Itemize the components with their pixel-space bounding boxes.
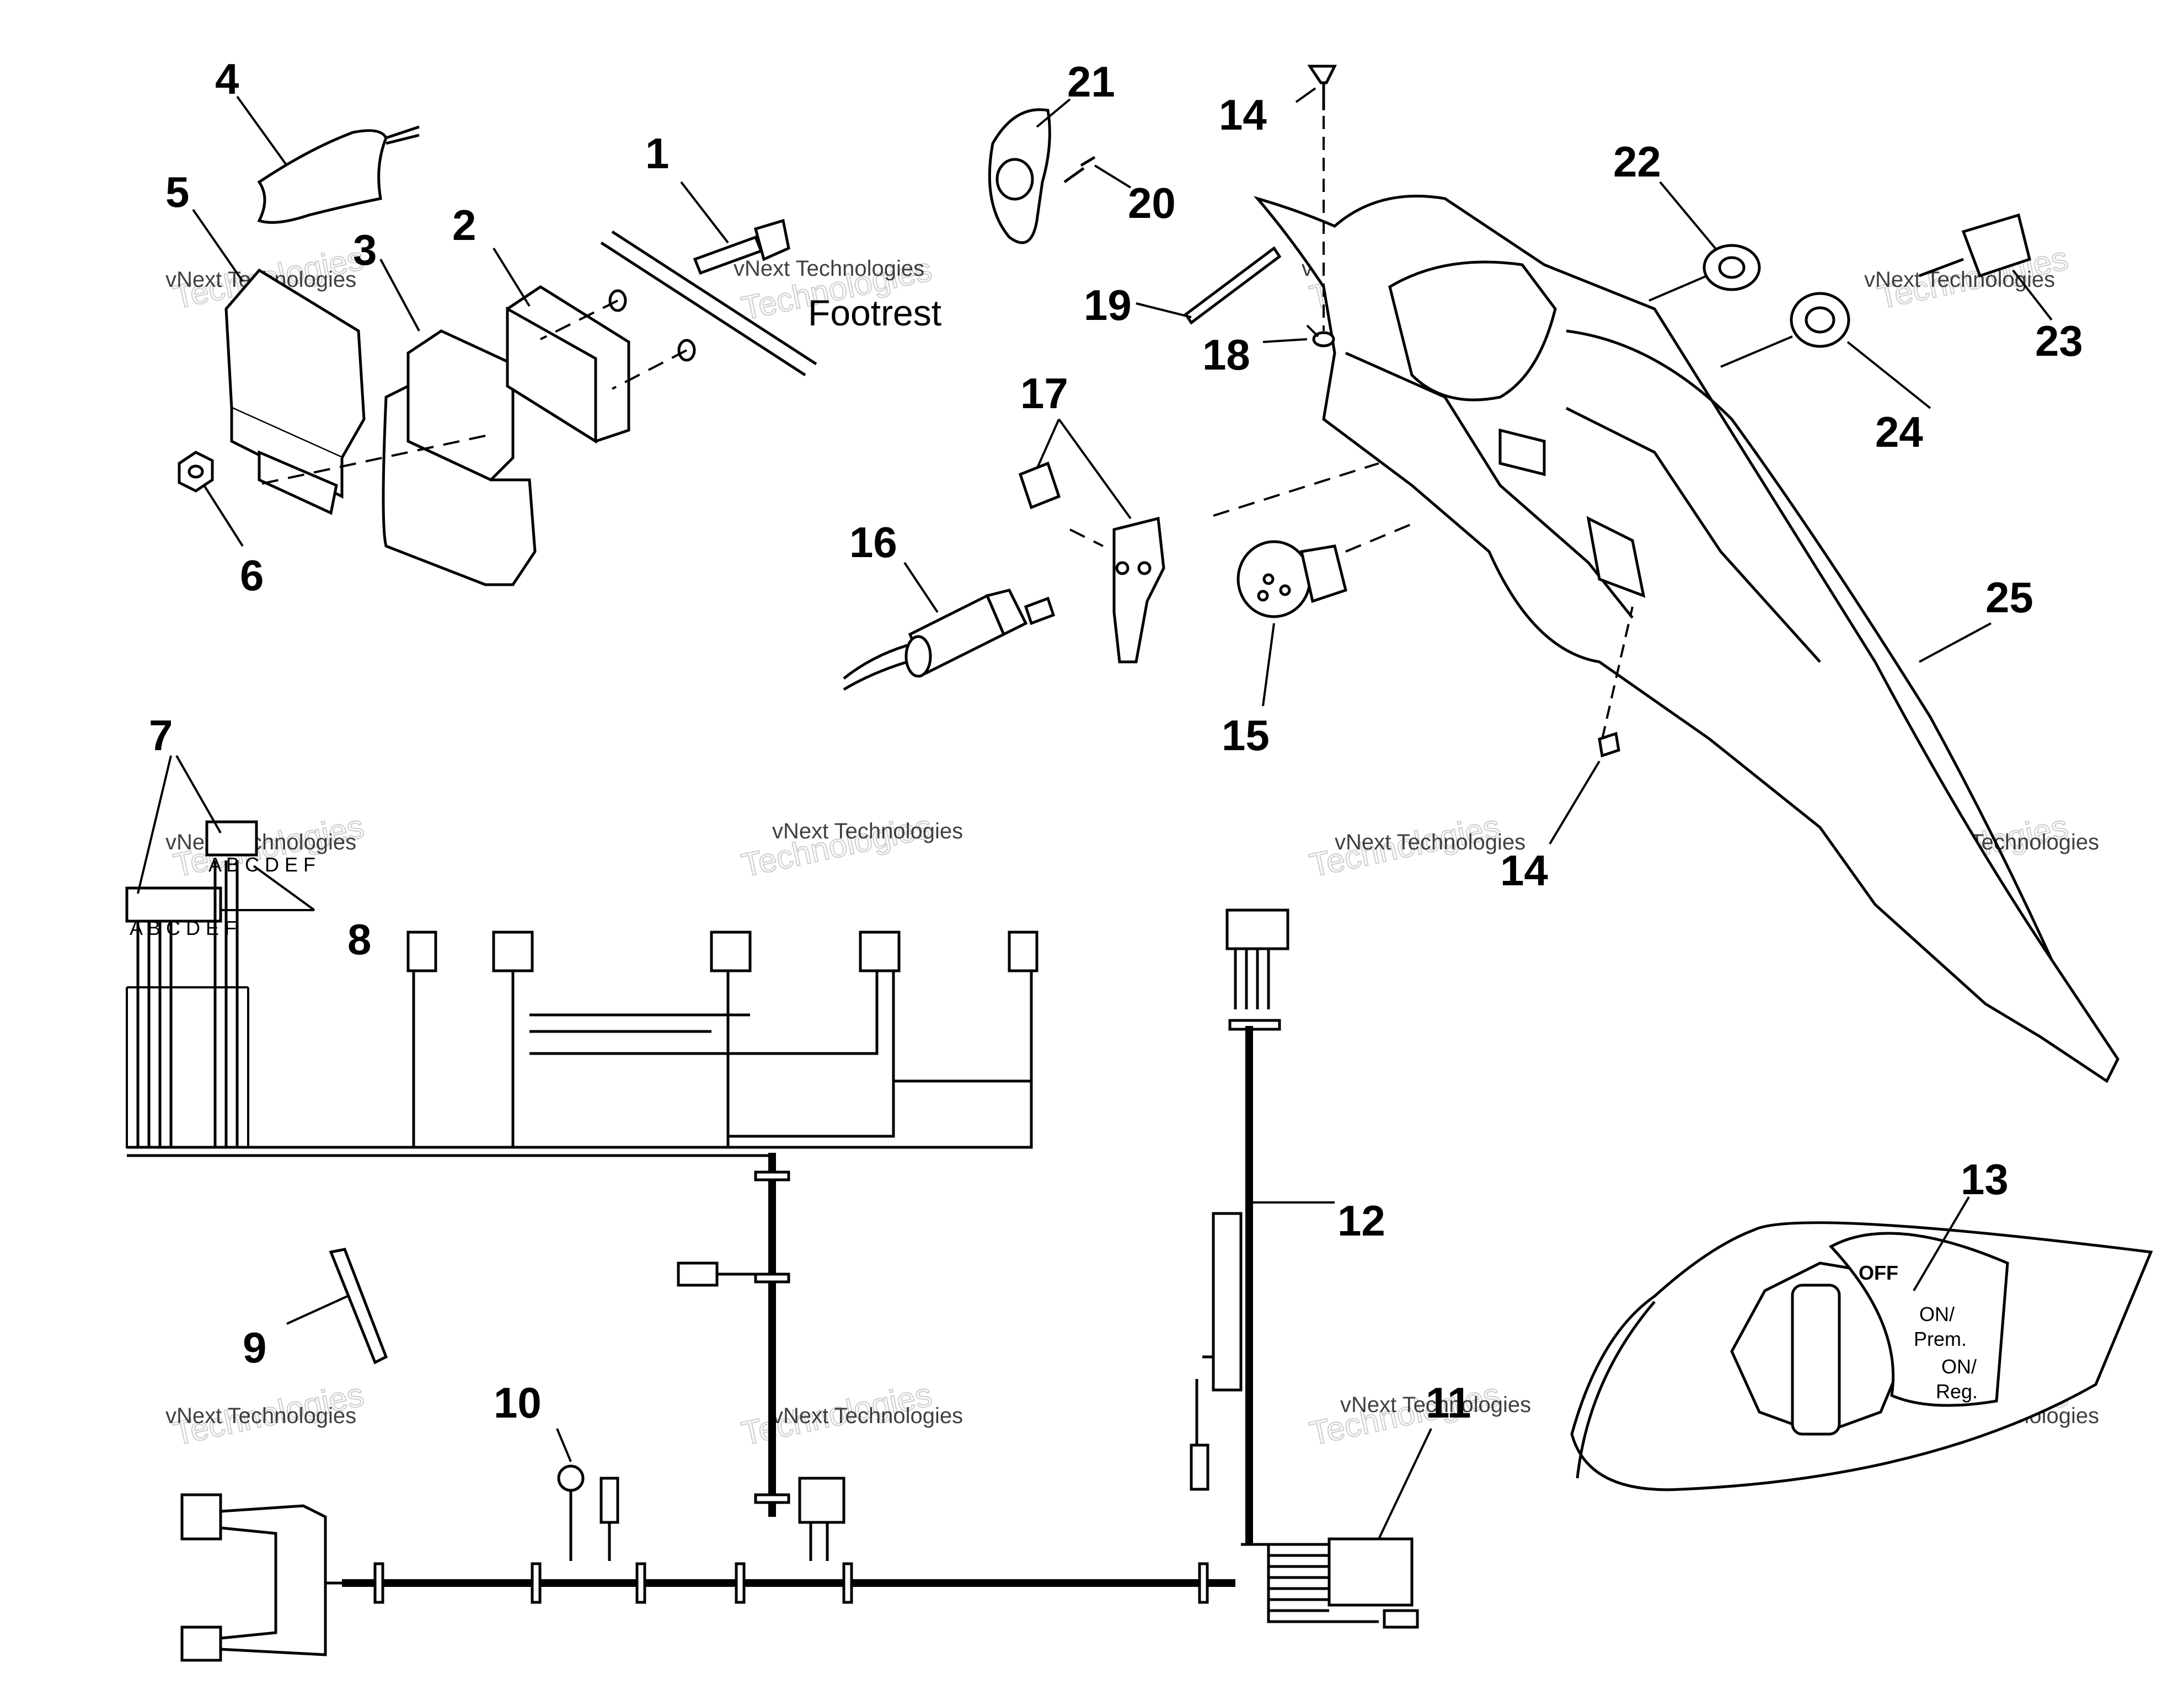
callout-6: 6: [240, 551, 264, 600]
terminal: [1383, 1609, 1419, 1629]
harness-connector: [180, 1493, 222, 1541]
part-8-connector: [859, 931, 901, 972]
wiring-harness: A B C D E F A B C D E F: [125, 820, 1419, 1662]
switch-on-reg-label: ON/: [1941, 1355, 1977, 1378]
callout-14-top: 14: [1219, 90, 1267, 139]
callout-21: 21: [1067, 57, 1115, 106]
callout-22: 22: [1613, 137, 1661, 186]
part-17-lever: [1112, 516, 1165, 664]
switch-position-plate: [1828, 1232, 2009, 1407]
switch-parts: [843, 108, 1347, 691]
switch-on-prem-label-2: Prem.: [1914, 1328, 1967, 1350]
part-8-connector: [1008, 931, 1039, 972]
svg-text:vNext Technologies: vNext Technologies: [1864, 268, 2055, 292]
svg-text:vNext Technologies: vNext Technologies: [772, 1404, 963, 1428]
callout-12: 12: [1337, 1196, 1385, 1245]
switch-off-label: OFF: [1859, 1261, 1898, 1284]
part-25-console: [1253, 195, 2119, 1083]
module-assembly: [178, 125, 817, 586]
callout-9: 9: [243, 1323, 266, 1372]
part-9-tie-strap: [329, 1248, 388, 1365]
terminal: [1190, 1443, 1209, 1491]
switch-on-prem-label: ON/: [1919, 1303, 1955, 1325]
callout-7: 7: [149, 711, 173, 760]
terminal: [599, 1477, 619, 1524]
callout-15: 15: [1222, 711, 1270, 760]
callout-8: 8: [347, 915, 371, 964]
part-23-switch: [1961, 213, 2031, 278]
callout-19: 19: [1084, 281, 1132, 329]
callout-13: 13: [1961, 1155, 2009, 1204]
callout-18: 18: [1202, 330, 1250, 379]
callout-20: 20: [1128, 179, 1176, 227]
part-10-ring-terminal: [557, 1464, 585, 1492]
svg-text:vNext Technologies: vNext Technologies: [734, 256, 924, 281]
svg-text:A B C D E F: A B C D E F: [130, 917, 237, 939]
part-19-strap: [1184, 246, 1282, 325]
leader-lines: [137, 87, 2053, 1539]
callout-3: 3: [353, 226, 377, 274]
part-8-connector: [710, 931, 752, 972]
part-4-cover: [257, 129, 388, 224]
footrest-label: Footrest: [808, 292, 941, 333]
part-14-screw-bottom: [1598, 731, 1620, 758]
svg-text:vNext Technologies: vNext Technologies: [1335, 830, 1525, 854]
part-7-connector-lower: [125, 886, 222, 923]
callout-24: 24: [1875, 408, 1923, 456]
callout-1: 1: [645, 129, 669, 178]
harness-connector: [180, 1626, 222, 1662]
callout-23: 23: [2035, 317, 2083, 365]
switch-on-reg-label-2: Reg.: [1936, 1380, 1978, 1403]
svg-text:vNext Technologies: vNext Technologies: [772, 819, 963, 843]
console-housing: [1069, 65, 2119, 1083]
callout-10: 10: [494, 1378, 542, 1427]
part-20-screw: [1063, 156, 1096, 184]
harness-connector: [798, 1477, 845, 1524]
callout-14-bottom: 14: [1500, 846, 1548, 895]
part-7-connector-upper: [205, 820, 258, 857]
ignition-panel: OFF ON/ Prem. ON/ Reg.: [1570, 1221, 2153, 1491]
part-14-screw-top: [1307, 65, 1337, 84]
harness-connector: [677, 1261, 719, 1287]
callout-16: 16: [849, 518, 897, 566]
callouts: 1 2 3 4 5 6 7 8 9 10 11 12 13 14 14 15 1…: [149, 55, 2083, 1427]
svg-text:vNext Technologies: vNext Technologies: [165, 1404, 356, 1428]
part-11-connector: [1327, 1537, 1414, 1607]
switch-knob: [1791, 1284, 1841, 1436]
callout-11: 11: [1426, 1378, 1471, 1427]
callout-17: 17: [1020, 369, 1068, 418]
part-8-connector: [492, 931, 534, 972]
callout-4: 4: [215, 55, 239, 103]
callout-25: 25: [1985, 573, 2033, 622]
callout-2: 2: [452, 201, 476, 249]
part-8-connector: [406, 931, 437, 972]
svg-text:vNext Technologies: vNext Technologies: [1340, 1393, 1531, 1417]
part-17-pin: [1018, 461, 1061, 510]
svg-text:vNext Technologies: vNext Technologies: [165, 830, 356, 854]
callout-5: 5: [165, 168, 189, 216]
part-12-connector: [1225, 908, 1289, 950]
